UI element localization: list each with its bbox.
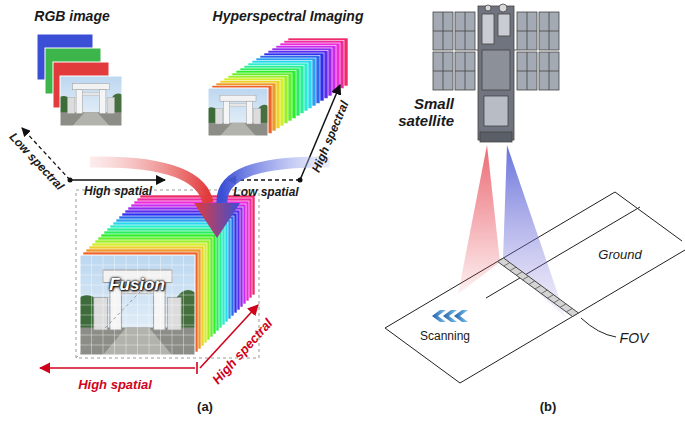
grid-line bbox=[80, 335, 195, 336]
panel-letter: (b) bbox=[540, 400, 557, 415]
fov-tick bbox=[523, 276, 529, 280]
solar-panel bbox=[455, 52, 475, 90]
panel-seam bbox=[465, 12, 466, 50]
solar-panel bbox=[433, 52, 453, 90]
device-label: Small satellite bbox=[382, 95, 454, 130]
panel-seam bbox=[465, 52, 466, 90]
fov-tick bbox=[554, 299, 560, 303]
fov-tick bbox=[535, 286, 541, 290]
grid-line bbox=[80, 325, 195, 326]
fov-tick bbox=[504, 263, 510, 267]
fov-tick bbox=[516, 272, 522, 276]
grid-line bbox=[183, 255, 184, 355]
panel-seam bbox=[443, 52, 444, 90]
solar-panel bbox=[539, 12, 559, 50]
fov-tick bbox=[510, 267, 516, 271]
solar-panel bbox=[539, 52, 559, 90]
cube-label: Fusion bbox=[109, 275, 165, 295]
panel-seam bbox=[527, 12, 528, 50]
axis-label: Low spatial bbox=[233, 186, 298, 200]
grid-line bbox=[80, 345, 195, 346]
panel-title: RGB image bbox=[34, 8, 109, 24]
grid-line bbox=[149, 255, 150, 355]
panel-seam bbox=[549, 12, 550, 50]
axis-label: Low spectral bbox=[6, 130, 66, 193]
grid-line bbox=[80, 305, 195, 306]
axis-label: High spatial bbox=[78, 378, 152, 393]
callout-label: FOV bbox=[620, 330, 649, 346]
grid-line bbox=[160, 255, 161, 355]
fov-tick bbox=[529, 281, 535, 285]
solar-panel bbox=[455, 12, 475, 50]
axis-label: High spectral bbox=[310, 99, 352, 174]
region-label: Ground bbox=[598, 248, 641, 263]
fov-tick bbox=[541, 290, 547, 294]
fov-tick bbox=[548, 295, 554, 299]
panel-title: Hyperspectral Imaging bbox=[213, 8, 364, 24]
panel-seam bbox=[527, 52, 528, 90]
axis-label: High spatial bbox=[84, 185, 152, 199]
panel-letter: (a) bbox=[197, 400, 213, 415]
solar-panel bbox=[517, 52, 537, 90]
solar-panel bbox=[433, 12, 453, 50]
solar-panel bbox=[517, 12, 537, 50]
fov-tick bbox=[566, 308, 572, 312]
fov-tick bbox=[560, 304, 566, 308]
grid-line bbox=[80, 315, 195, 316]
motion-label: Scanning bbox=[420, 330, 470, 344]
grid-line bbox=[172, 255, 173, 355]
panel-seam bbox=[443, 12, 444, 50]
panel-seam bbox=[549, 52, 550, 90]
